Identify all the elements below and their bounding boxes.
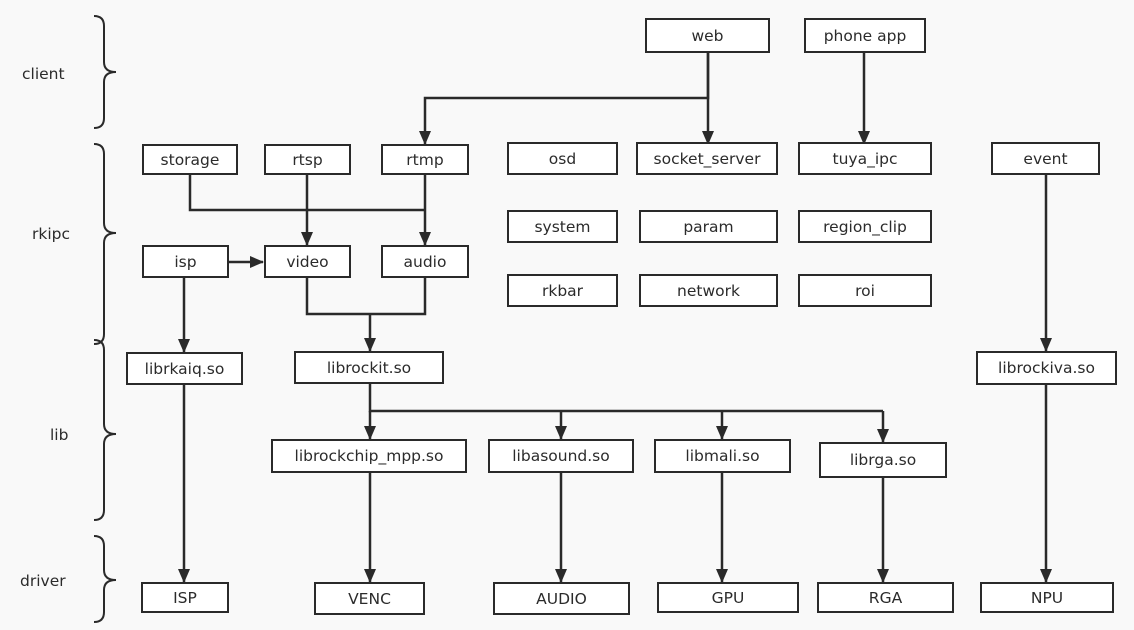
node-param: param <box>639 210 778 243</box>
brace-driver <box>93 535 117 623</box>
layer-label-driver: driver <box>20 572 66 590</box>
node-libmali: libmali.so <box>654 439 791 473</box>
node-socket-server: socket_server <box>636 142 778 175</box>
node-venc: VENC <box>314 582 425 615</box>
node-tuya-ipc: tuya_ipc <box>798 142 932 175</box>
edge-storage-to-audio <box>188 175 425 212</box>
node-isp: isp <box>142 245 229 278</box>
node-event: event <box>991 142 1100 175</box>
brace-lib <box>93 339 117 521</box>
node-rkbar: rkbar <box>507 274 618 307</box>
node-roi: roi <box>798 274 932 307</box>
node-audio: audio <box>381 245 469 278</box>
layer-label-rkipc: rkipc <box>32 225 71 243</box>
node-libasound: libasound.so <box>488 439 634 473</box>
edge-web-to-rtmp <box>419 53 710 145</box>
node-system: system <box>507 210 618 243</box>
node-web: web <box>645 18 770 53</box>
node-rga: RGA <box>817 582 954 613</box>
node-librga: librga.so <box>819 442 947 478</box>
layer-label-lib: lib <box>50 426 69 444</box>
layer-label-client: client <box>22 65 65 83</box>
brace-rkipc <box>93 143 117 345</box>
node-librkaiq: librkaiq.so <box>126 352 243 385</box>
node-librockchip-mpp: librockchip_mpp.so <box>271 439 467 473</box>
node-npu: NPU <box>980 582 1114 613</box>
edge-video-to-librockit <box>305 278 427 316</box>
node-storage: storage <box>142 144 238 175</box>
brace-client <box>93 15 117 129</box>
node-phone-app: phone app <box>804 18 926 53</box>
node-rtsp: rtsp <box>264 144 351 175</box>
node-isp-driver: ISP <box>141 582 229 613</box>
node-network: network <box>639 274 778 307</box>
node-librockit: librockit.so <box>294 351 444 384</box>
node-osd: osd <box>507 142 618 175</box>
node-region-clip: region_clip <box>798 210 932 243</box>
edge-librockit-bus <box>368 384 883 413</box>
node-rtmp: rtmp <box>381 144 469 175</box>
node-librockiva: librockiva.so <box>976 351 1117 385</box>
node-video: video <box>264 245 351 278</box>
node-gpu: GPU <box>657 582 799 613</box>
node-audio-driver: AUDIO <box>493 582 630 615</box>
